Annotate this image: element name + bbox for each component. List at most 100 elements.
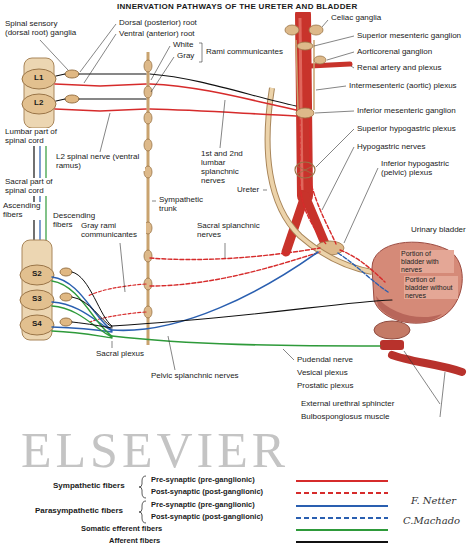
part-label: Inferior hypogastric (pelvic) plexus xyxy=(380,160,470,178)
sympathetic-post xyxy=(340,250,385,282)
leader-line xyxy=(151,57,174,92)
cord-segment xyxy=(22,69,56,89)
mesenteric-ganglion xyxy=(297,42,313,50)
legend-heading: Sympathetic fibers xyxy=(52,482,126,491)
leader-line xyxy=(351,66,354,68)
trunk-ganglion xyxy=(144,86,152,98)
legend-brace xyxy=(139,476,146,498)
ganglia xyxy=(285,25,344,255)
legend-samples xyxy=(139,476,388,542)
leader-line xyxy=(344,168,378,243)
cord-segment xyxy=(20,265,54,285)
region-label: Portion of bladder with nerves xyxy=(400,250,454,273)
nerve-pathways xyxy=(52,74,392,346)
trunk-ganglion xyxy=(144,60,152,72)
part-label: Ascending fibers xyxy=(2,202,43,220)
legend-line xyxy=(296,517,388,519)
leader-line xyxy=(84,34,116,83)
segment-label: L1 xyxy=(33,74,44,83)
diagram-title: INNERVATION PATHWAYS OF THE URETER AND B… xyxy=(116,3,358,12)
part-label: Intermesenteric (aortic) plexus xyxy=(348,82,458,91)
sympathetic-pre xyxy=(55,109,146,111)
part-label: Ureter xyxy=(236,186,260,195)
leader-line xyxy=(112,341,113,348)
legend-brace xyxy=(139,501,146,523)
signature: F. Netter xyxy=(410,495,457,506)
legend-line xyxy=(296,492,388,494)
somatic-efferent xyxy=(52,281,112,338)
aorta xyxy=(303,14,305,196)
part-label: Inferior mesenteric ganglion xyxy=(356,107,457,116)
segment-label: S2 xyxy=(31,270,43,279)
leader-line xyxy=(314,36,354,46)
hypogastric-plexus xyxy=(297,166,313,174)
leader-line xyxy=(220,100,225,148)
part-label: Superior hypogastric plexus xyxy=(356,125,457,134)
legend-text: Afferent fibers xyxy=(108,537,161,545)
legend-text: Pre-synaptic (pre-ganglionic) xyxy=(150,501,256,509)
sympathetic-post xyxy=(300,120,310,162)
root-ganglion xyxy=(65,95,79,103)
splanchnic-pre xyxy=(150,109,296,116)
renal-artery xyxy=(310,64,350,66)
leader-line xyxy=(152,201,156,202)
sacral-splanchnic xyxy=(150,252,320,286)
leader-line xyxy=(80,24,116,72)
segment-label: L2 xyxy=(33,99,44,108)
leader-line xyxy=(263,190,267,191)
part-label: Renal artery and plexus xyxy=(356,64,443,73)
cord-segment xyxy=(20,315,54,335)
legend-line xyxy=(296,480,388,482)
legend-heading: Parasympathetic fibers xyxy=(34,507,124,516)
region-label: Portion of bladder without nerves xyxy=(404,276,458,299)
part-label: External urethral sphincter xyxy=(300,400,395,409)
sympathetic-pre xyxy=(55,84,146,86)
part-label: Dorsal (posterior) root xyxy=(118,19,198,28)
part-label: Ventral (anterior) root xyxy=(118,30,196,39)
leader-line xyxy=(316,129,354,167)
watermark: ELSEVIER xyxy=(20,425,290,475)
afferent xyxy=(56,74,146,76)
bracket xyxy=(199,43,202,62)
legend-text: Post-synaptic (post-ganglionic) xyxy=(150,488,264,496)
part-label: Spinal sensory (dorsal root) ganglia xyxy=(4,20,84,38)
leader-line xyxy=(315,111,354,113)
part-label: Prostatic plexus xyxy=(296,382,354,391)
urinary-bladder xyxy=(372,242,462,323)
trunk-ganglion xyxy=(144,139,152,151)
legend-line xyxy=(296,505,388,507)
celiac-ganglion xyxy=(309,25,323,35)
mesenteric-ganglion xyxy=(296,108,314,118)
root-ganglion xyxy=(60,293,72,301)
leader-line xyxy=(225,243,226,258)
root-ganglion xyxy=(65,70,79,78)
prostate xyxy=(374,321,410,339)
part-label: Sacral part of spinal cord xyxy=(4,178,68,196)
leader-line xyxy=(316,86,346,90)
leader-line xyxy=(322,20,328,27)
root-ganglion xyxy=(60,268,72,276)
part-label: Sacral splanchnic nerves xyxy=(196,222,270,240)
segment-label: S3 xyxy=(31,295,43,304)
leader-line xyxy=(168,336,175,370)
sacral-splanchnic xyxy=(150,248,320,260)
leader-line xyxy=(283,349,294,360)
part-label: Sacral plexus xyxy=(95,350,145,359)
part-label: Gray xyxy=(176,52,195,61)
leader-line xyxy=(120,243,125,292)
pelvic-splanchnic xyxy=(112,252,318,330)
afferent xyxy=(72,272,112,328)
leader-line xyxy=(151,46,170,80)
part-label: White xyxy=(172,41,194,50)
aortic-plexus xyxy=(296,40,314,110)
leader-line xyxy=(40,40,68,70)
urethral-sphincter xyxy=(380,340,404,350)
signature: C.Machado xyxy=(402,515,461,526)
part-label: Sympathetic trunk xyxy=(158,196,206,214)
trunk-ganglion xyxy=(144,250,152,262)
part-label: L2 spinal nerve (ventral ramus) xyxy=(55,153,145,171)
parasympathetic-post xyxy=(338,253,388,292)
pudendal-nerve xyxy=(112,336,380,346)
part-label: Bulbospongiosus muscle xyxy=(300,413,391,422)
afferent xyxy=(150,74,296,106)
